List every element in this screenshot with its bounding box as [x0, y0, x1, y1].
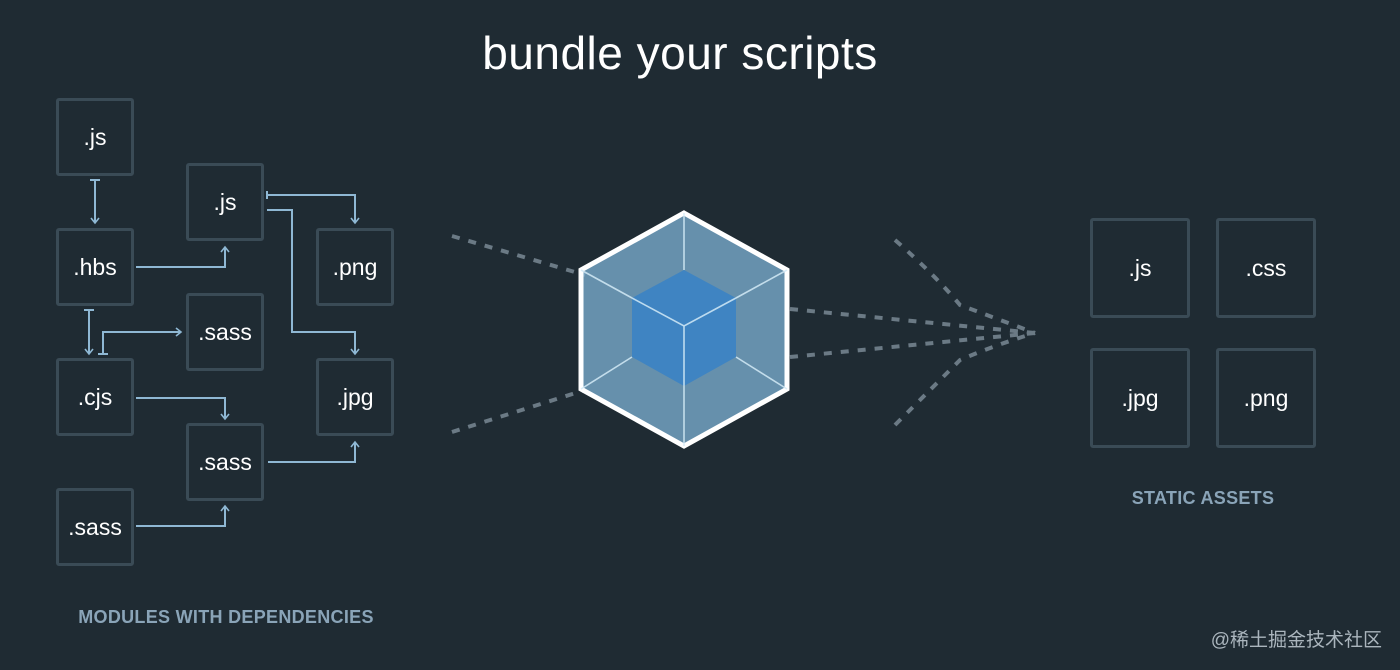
module-js-mid: .js: [186, 163, 264, 241]
arrow-cjs-to-sass-mid: [136, 397, 230, 421]
asset-png: .png: [1216, 348, 1316, 448]
module-hbs: .hbs: [56, 228, 134, 306]
dotted-line-in-top: [451, 234, 586, 277]
watermark: @稀土掘金技术社区: [1210, 630, 1382, 651]
arrow-sass-bottom-to-sass-mid: [136, 504, 230, 527]
dotted-line-out-upper: [893, 238, 1036, 335]
modules-caption: MODULES WITH DEPENDENCIES: [78, 607, 374, 627]
arrow-sass-to-jpg: [268, 440, 360, 463]
assets-caption: STATIC ASSETS: [1131, 488, 1275, 508]
asset-jpg: .jpg: [1090, 348, 1190, 448]
asset-js: .js: [1090, 218, 1190, 318]
module-js-top: .js: [56, 98, 134, 176]
page-title: bundle your scripts: [482, 27, 878, 79]
arrow-hbs-to-js: [136, 245, 230, 268]
module-jpg: .jpg: [316, 358, 394, 436]
asset-css: .css: [1216, 218, 1316, 318]
arrow-js-to-png: [266, 191, 355, 222]
arrow-hbs-to-cjs: [84, 309, 94, 353]
arrow-cjs-to-sass: [98, 332, 180, 355]
dotted-line-mid-lower: [789, 331, 1036, 359]
module-sass-mid: .sass: [186, 293, 264, 371]
module-sass-lower: .sass: [186, 423, 264, 501]
webpack-cube-icon: [578, 210, 790, 449]
module-png: .png: [316, 228, 394, 306]
arrow-js-to-jpg: [267, 209, 360, 356]
module-sass-bottom: .sass: [56, 488, 134, 566]
module-cjs: .cjs: [56, 358, 134, 436]
dotted-line-out-lower: [893, 331, 1036, 427]
dotted-line-mid-upper: [789, 307, 1036, 335]
arrow-js-to-hbs: [90, 179, 100, 222]
dotted-line-in-bottom: [451, 388, 586, 434]
